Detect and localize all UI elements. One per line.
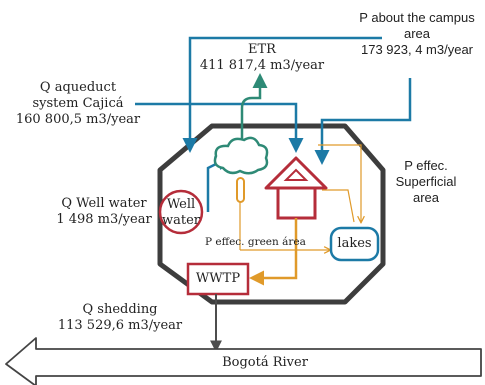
cloud-icon: [213, 136, 269, 175]
house-to-wwtp-arrow: [249, 218, 298, 286]
aqueduct-value: 160 800,5 m3/year: [15, 112, 141, 127]
lakes-node: [329, 226, 380, 262]
shedding-value: 113 529,6 m3/year: [57, 318, 183, 333]
superficial-flow-arrow: [318, 144, 361, 222]
well-node-label: Well water: [160, 197, 202, 229]
house-icon: [264, 156, 328, 220]
river-label: Bogotá River: [222, 355, 308, 370]
etr-label: ETR 411 817,4 m3/year: [192, 42, 332, 74]
aqueduct-label: Q aqueduct system Cajicá 160 800,5 m3/ye…: [14, 80, 142, 128]
wwtp-node: [186, 262, 250, 296]
infiltration-tube: [236, 177, 245, 203]
aqueduct-flow-arrow: [135, 102, 304, 153]
precip-campus-line2: area: [403, 26, 431, 41]
well-water-value: 1 498 m3/year: [56, 212, 152, 227]
etr-value: 411 817,4 m3/year: [199, 58, 325, 73]
superficial-side-line: [322, 189, 355, 223]
shedding-label: Q shedding 113 529,6 m3/year: [50, 302, 190, 334]
aqueduct-line2: system Cajicá: [32, 96, 124, 111]
etr-title: ETR: [248, 42, 276, 57]
well-water-title: Q Well water: [61, 196, 147, 211]
p-superficial-line2: Superficial: [395, 174, 457, 189]
precip-flow-arrow: [182, 36, 382, 153]
p-superficial-line1: P effec.: [404, 158, 448, 173]
shedding-title: Q shedding: [82, 302, 158, 317]
aqueduct-line1: Q aqueduct: [39, 80, 117, 95]
p-superficial-line3: area: [412, 190, 440, 205]
well-node-line2: water: [161, 213, 200, 228]
well-water-label: Q Well water 1 498 m3/year: [54, 196, 154, 228]
river-arrow: [5, 337, 482, 385]
precip-campus-line1: P about the campus: [359, 10, 475, 25]
p-superficial-label: P effec. Superficial area: [392, 158, 460, 206]
well-node-line1: Well: [166, 197, 196, 212]
lakes-label: lakes: [337, 236, 372, 251]
etr-flow-arrow: [240, 73, 268, 145]
precip-campus-label: P about the campus area 173 923, 4 m3/ye…: [352, 10, 482, 58]
precip-campus-value: 173 923, 4 m3/year: [360, 42, 474, 57]
precip-house-arrow: [314, 78, 412, 165]
wwtp-label: WWTP: [195, 271, 241, 286]
p-green-label: P effec. green área: [205, 236, 306, 248]
well-node: [158, 189, 204, 235]
